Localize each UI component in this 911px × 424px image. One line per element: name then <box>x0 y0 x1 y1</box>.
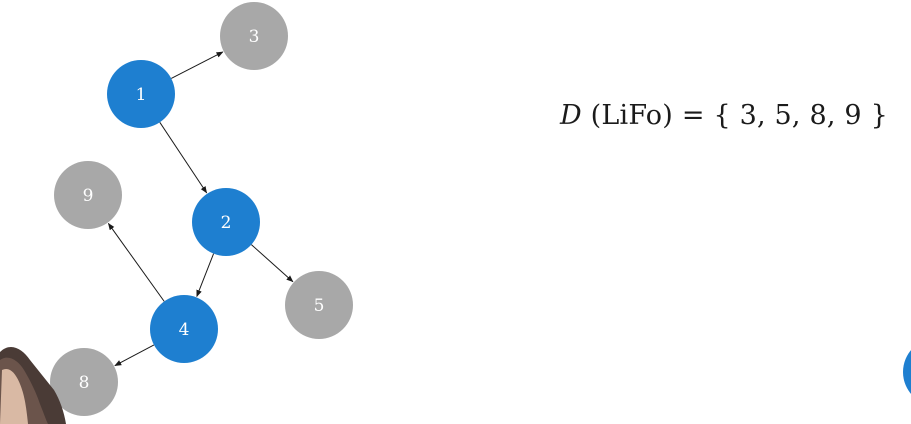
formula-qualifier: (LiFo) <box>590 100 674 131</box>
formula-equals: = <box>681 100 705 131</box>
node-circle-9 <box>54 161 122 229</box>
node-label-4: 4 <box>179 320 190 340</box>
node-5: 5 <box>285 271 353 339</box>
nodes-layer: 1 2 3 4 5 8 9 <box>50 2 353 416</box>
stack-formula: D (LiFo) = { 3, 5, 8, 9 } <box>560 100 888 131</box>
node-label-5: 5 <box>314 296 325 316</box>
node-circle-1 <box>107 60 175 128</box>
node-4: 4 <box>150 295 218 363</box>
edge-4-to-8 <box>114 344 155 367</box>
edge-4-to-9 <box>107 222 165 302</box>
node-1: 1 <box>107 60 175 128</box>
node-9: 9 <box>54 161 122 229</box>
node-circle-2 <box>192 188 260 256</box>
node-circle-4 <box>150 295 218 363</box>
edge-2-to-4 <box>196 253 215 298</box>
node-label-9: 9 <box>83 186 94 206</box>
edge-1-to-2 <box>159 122 208 194</box>
edge-1-to-3 <box>171 51 224 79</box>
presenter-webcam-overlay <box>0 346 66 424</box>
node-label-2: 2 <box>221 213 232 233</box>
node-2: 2 <box>192 188 260 256</box>
node-circle-5 <box>285 271 353 339</box>
edge-2-to-5 <box>251 244 294 283</box>
formula-set: { 3, 5, 8, 9 } <box>713 100 888 131</box>
edges-layer <box>107 51 294 367</box>
node-circle-3 <box>220 2 288 70</box>
node-3: 3 <box>220 2 288 70</box>
node-circle-8 <box>50 348 118 416</box>
formula-variable: D <box>560 100 582 131</box>
node-label-3: 3 <box>249 27 260 47</box>
node-label-8: 8 <box>79 373 90 393</box>
node-8: 8 <box>50 348 118 416</box>
node-label-1: 1 <box>136 85 147 105</box>
partial-node <box>903 350 911 394</box>
